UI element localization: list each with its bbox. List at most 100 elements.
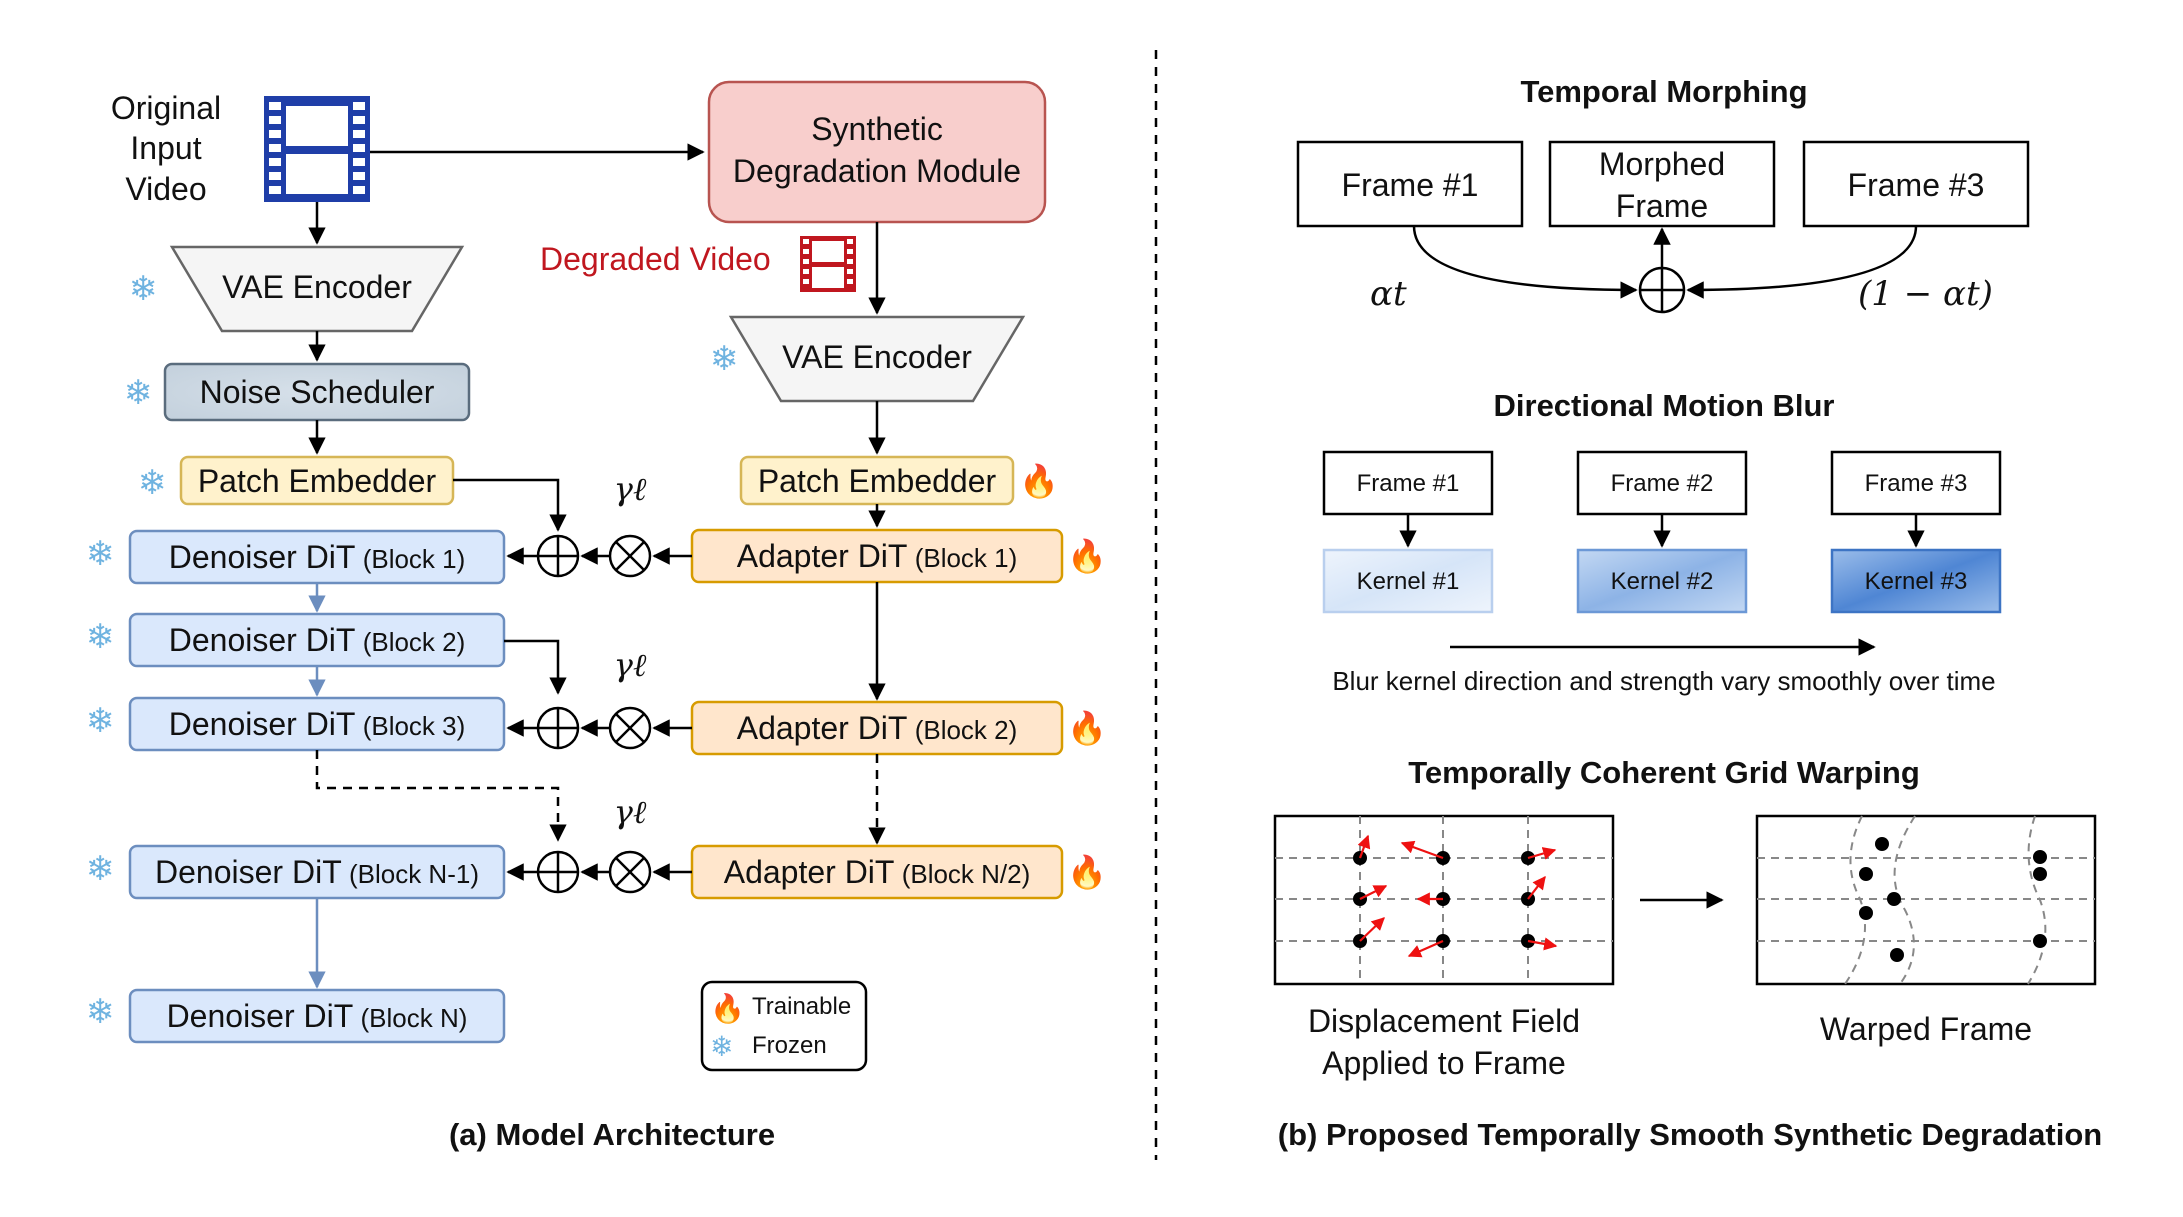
svg-text:Denoiser DiT (Block 3): Denoiser DiT (Block 3) (169, 706, 466, 742)
svg-text:Adapter DiT (Block N/2): Adapter DiT (Block N/2) (724, 854, 1031, 890)
svg-text:Adapter DiT (Block 2): Adapter DiT (Block 2) (737, 710, 1018, 746)
morph-frame-1-label: Frame #1 (1342, 167, 1479, 203)
morphed-frame (1548, 140, 1776, 228)
denoiser-prefix: Denoiser DiT (169, 622, 356, 658)
denoiser-block-n: Denoiser DiT (Block N) (128, 988, 506, 1044)
denoiser-block-label: (Block N-1) (349, 859, 479, 889)
warped-frame-caption: Warped Frame (1820, 1011, 2032, 1047)
snowflake-icon: ❄ (86, 992, 115, 1032)
denoiser-block-n-1: Denoiser DiT (Block N-1) (128, 844, 506, 900)
morph-arrow-right (1686, 225, 1918, 299)
blur-frame-3-label: Frame #3 (1865, 470, 1968, 497)
adapter-block-2: Adapter DiT (Block 2) (690, 700, 1064, 756)
synthetic-module-line1: Synthetic (811, 111, 943, 147)
snowflake-icon: ❄ (138, 463, 167, 503)
input-label-line1: Original (111, 90, 221, 126)
svg-text:Denoiser DiT (Block 1): Denoiser DiT (Block 1) (169, 539, 466, 575)
alpha-label: αt (1370, 274, 1407, 314)
blur-frame-2-label: Frame #2 (1611, 470, 1714, 497)
flame-icon: 🔥 (1067, 537, 1107, 575)
svg-text:Denoiser DiT (Block 2): Denoiser DiT (Block 2) (169, 622, 466, 658)
denoiser-prefix: Denoiser DiT (155, 854, 342, 890)
patch-embedder-right-label: Patch Embedder (758, 463, 997, 499)
adapter-block-label: (Block 2) (915, 715, 1018, 745)
degraded-video-label: Degraded Video (540, 241, 771, 277)
displacement-field-frame (1273, 814, 1615, 986)
morphed-frame-line1: Morphed (1599, 146, 1725, 182)
snowflake-icon: ❄ (86, 849, 115, 889)
warp-title: Temporally Coherent Grid Warping (1408, 755, 1920, 790)
snowflake-icon: ❄ (129, 269, 158, 309)
kernel-2-label: Kernel #2 (1611, 568, 1714, 595)
flame-icon: 🔥 (1067, 853, 1107, 891)
denoiser-block-label: (Block 2) (363, 627, 466, 657)
blur-note: Blur kernel direction and strength vary … (1332, 666, 1995, 696)
arrow-denoiser2-to-sum2 (504, 639, 567, 695)
fusion-row-1 (506, 534, 692, 578)
gamma-label: γℓ (614, 793, 647, 831)
gamma-label: γℓ (614, 646, 647, 684)
one-minus-alpha-label: (1 − αt) (1858, 274, 1993, 314)
arrow-patch-to-sum1 (453, 478, 567, 532)
adapter-prefix: Adapter DiT (737, 538, 908, 574)
synthetic-module-line2: Degradation Module (733, 153, 1021, 189)
flame-icon: 🔥 (1067, 709, 1107, 747)
adapter-prefix: Adapter DiT (737, 710, 908, 746)
denoiser-block-label: (Block 1) (363, 544, 466, 574)
noise-scheduler-label: Noise Scheduler (200, 374, 435, 410)
input-label-line2: Input (130, 130, 201, 166)
patch-embedder-left-label: Patch Embedder (198, 463, 437, 499)
legend-frozen: Frozen (752, 1032, 827, 1059)
snowflake-icon: ❄ (710, 1030, 733, 1063)
snowflake-icon: ❄ (86, 701, 115, 741)
svg-text:Denoiser DiT (Block N): Denoiser DiT (Block N) (167, 998, 468, 1034)
adapter-block-n2: Adapter DiT (Block N/2) (690, 844, 1064, 900)
morph-frame-1 (1296, 140, 1524, 228)
adapter-prefix: Adapter DiT (724, 854, 895, 890)
arrow-denoiser3-to-sum3 (315, 750, 567, 842)
svg-text:Denoiser DiT (Block N-1): Denoiser DiT (Block N-1) (155, 854, 479, 890)
degraded-video-film-icon (800, 236, 856, 292)
denoiser-prefix: Denoiser DiT (169, 539, 356, 575)
snowflake-icon: ❄ (86, 534, 115, 574)
kernel-3 (1830, 548, 2002, 614)
kernel-2 (1576, 548, 1748, 614)
snowflake-icon: ❄ (86, 617, 115, 657)
morphed-frame-line2: Frame (1616, 188, 1708, 224)
caption-b: (b) Proposed Temporally Smooth Synthetic… (1278, 1117, 2102, 1152)
flame-icon: 🔥 (1019, 462, 1059, 500)
vae-encoder-right (728, 315, 1026, 403)
morph-arrow-left (1412, 225, 1638, 299)
vae-encoder-left (169, 245, 465, 333)
kernel-1 (1322, 548, 1494, 614)
adapter-block-1: Adapter DiT (Block 1) (690, 528, 1064, 584)
denoiser-block-2: Denoiser DiT (Block 2) (128, 612, 506, 668)
original-video-film-icon (264, 96, 370, 202)
denoiser-block-3: Denoiser DiT (Block 3) (128, 696, 506, 752)
caption-a: (a) Model Architecture (449, 1117, 775, 1152)
gamma-label: γℓ (614, 470, 647, 508)
snowflake-icon: ❄ (124, 373, 153, 413)
blur-frame-3 (1830, 450, 2002, 516)
blur-frame-1-label: Frame #1 (1357, 470, 1460, 497)
warped-frame (1755, 814, 2097, 986)
snowflake-icon: ❄ (710, 339, 739, 379)
fusion-row-3 (506, 850, 692, 894)
morph-frame-3-label: Frame #3 (1848, 167, 1985, 203)
legend: 🔥 Trainable ❄ Frozen (700, 980, 868, 1072)
displacement-caption-line1: Displacement Field (1308, 1003, 1580, 1039)
kernel-3-label: Kernel #3 (1865, 568, 1968, 595)
displacement-caption-line2: Applied to Frame (1322, 1045, 1566, 1081)
denoiser-block-label: (Block N) (361, 1003, 468, 1033)
denoiser-block-1: Denoiser DiT (Block 1) (128, 529, 506, 585)
denoiser-block-label: (Block 3) (363, 711, 466, 741)
blur-frame-2 (1576, 450, 1748, 516)
adapter-block-label: (Block 1) (915, 543, 1018, 573)
svg-text:Adapter DiT (Block 1): Adapter DiT (Block 1) (737, 538, 1018, 574)
denoiser-prefix: Denoiser DiT (167, 998, 354, 1034)
legend-trainable: Trainable (752, 993, 851, 1020)
denoiser-prefix: Denoiser DiT (169, 706, 356, 742)
synthetic-degradation-module (707, 80, 1047, 224)
